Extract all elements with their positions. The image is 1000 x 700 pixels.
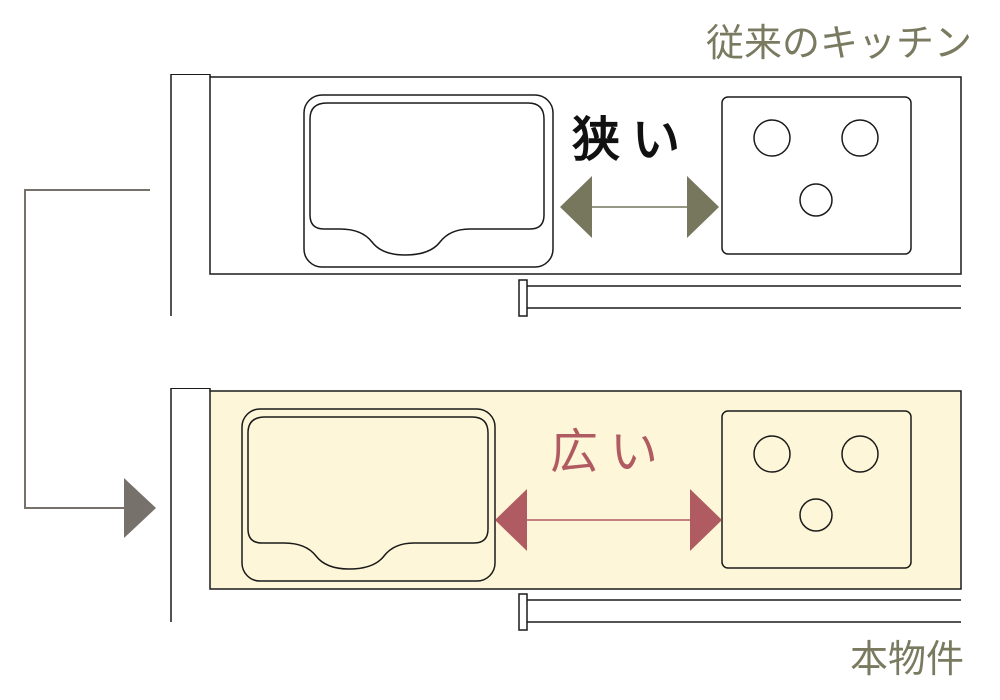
- conventional-cabinet-edge: [518, 279, 961, 317]
- flow-arrow: [24, 189, 156, 538]
- property-cabinet-edge: [518, 593, 961, 631]
- burner: [799, 498, 833, 532]
- caption-this-property: 本物件: [849, 637, 964, 681]
- property-sink: [241, 408, 496, 582]
- conventional-kitchen: [170, 74, 962, 317]
- burner: [799, 183, 833, 217]
- narrow-gap-arrow: [560, 176, 719, 238]
- burner: [841, 435, 879, 473]
- narrow-label: 狭い: [572, 112, 693, 168]
- conventional-sink: [303, 94, 554, 268]
- property-stove: [721, 410, 912, 569]
- conventional-stove: [721, 96, 912, 255]
- wide-gap-arrow: [495, 489, 722, 551]
- caption-conventional-kitchen: 従来のキッチン: [705, 21, 972, 65]
- wide-label: 広い: [550, 424, 671, 480]
- property-counter: [209, 390, 962, 590]
- burner: [753, 435, 791, 473]
- burner: [753, 119, 791, 157]
- conventional-counter: [209, 76, 962, 275]
- burner: [841, 119, 879, 157]
- property-kitchen: [170, 388, 962, 631]
